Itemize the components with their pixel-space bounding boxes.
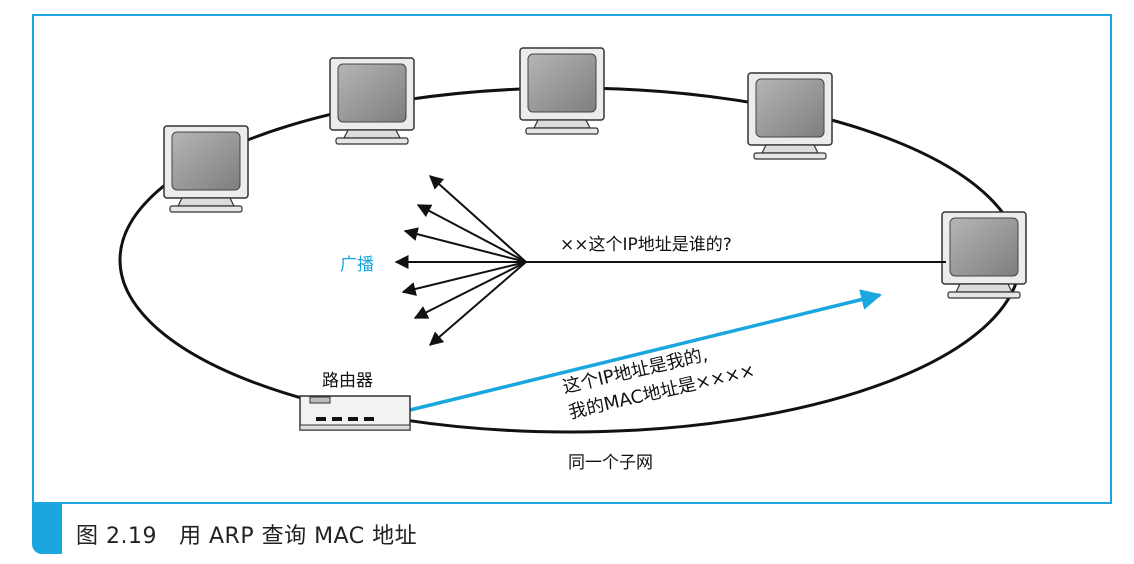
router-label: 路由器 <box>322 371 373 391</box>
reply-arrow <box>409 289 883 412</box>
figure-title: 用 ARP 查询 MAC 地址 <box>178 524 418 549</box>
subnet-label: 同一个子网 <box>568 453 653 473</box>
question-label: ××这个IP地址是谁的? <box>560 235 732 255</box>
broadcast-arrows <box>394 175 527 346</box>
figure-caption: 图 2.19 用 ARP 查询 MAC 地址 <box>76 518 417 550</box>
computer-1 <box>163 125 249 213</box>
figure-number: 图 2.19 <box>76 524 157 549</box>
computer-3 <box>519 47 605 135</box>
router-icon <box>299 395 411 431</box>
broadcast-label: 广播 <box>340 255 374 275</box>
caption-accent-bar <box>32 504 62 554</box>
computer-2 <box>329 57 415 145</box>
computer-target <box>941 211 1027 299</box>
computer-4 <box>747 72 833 160</box>
